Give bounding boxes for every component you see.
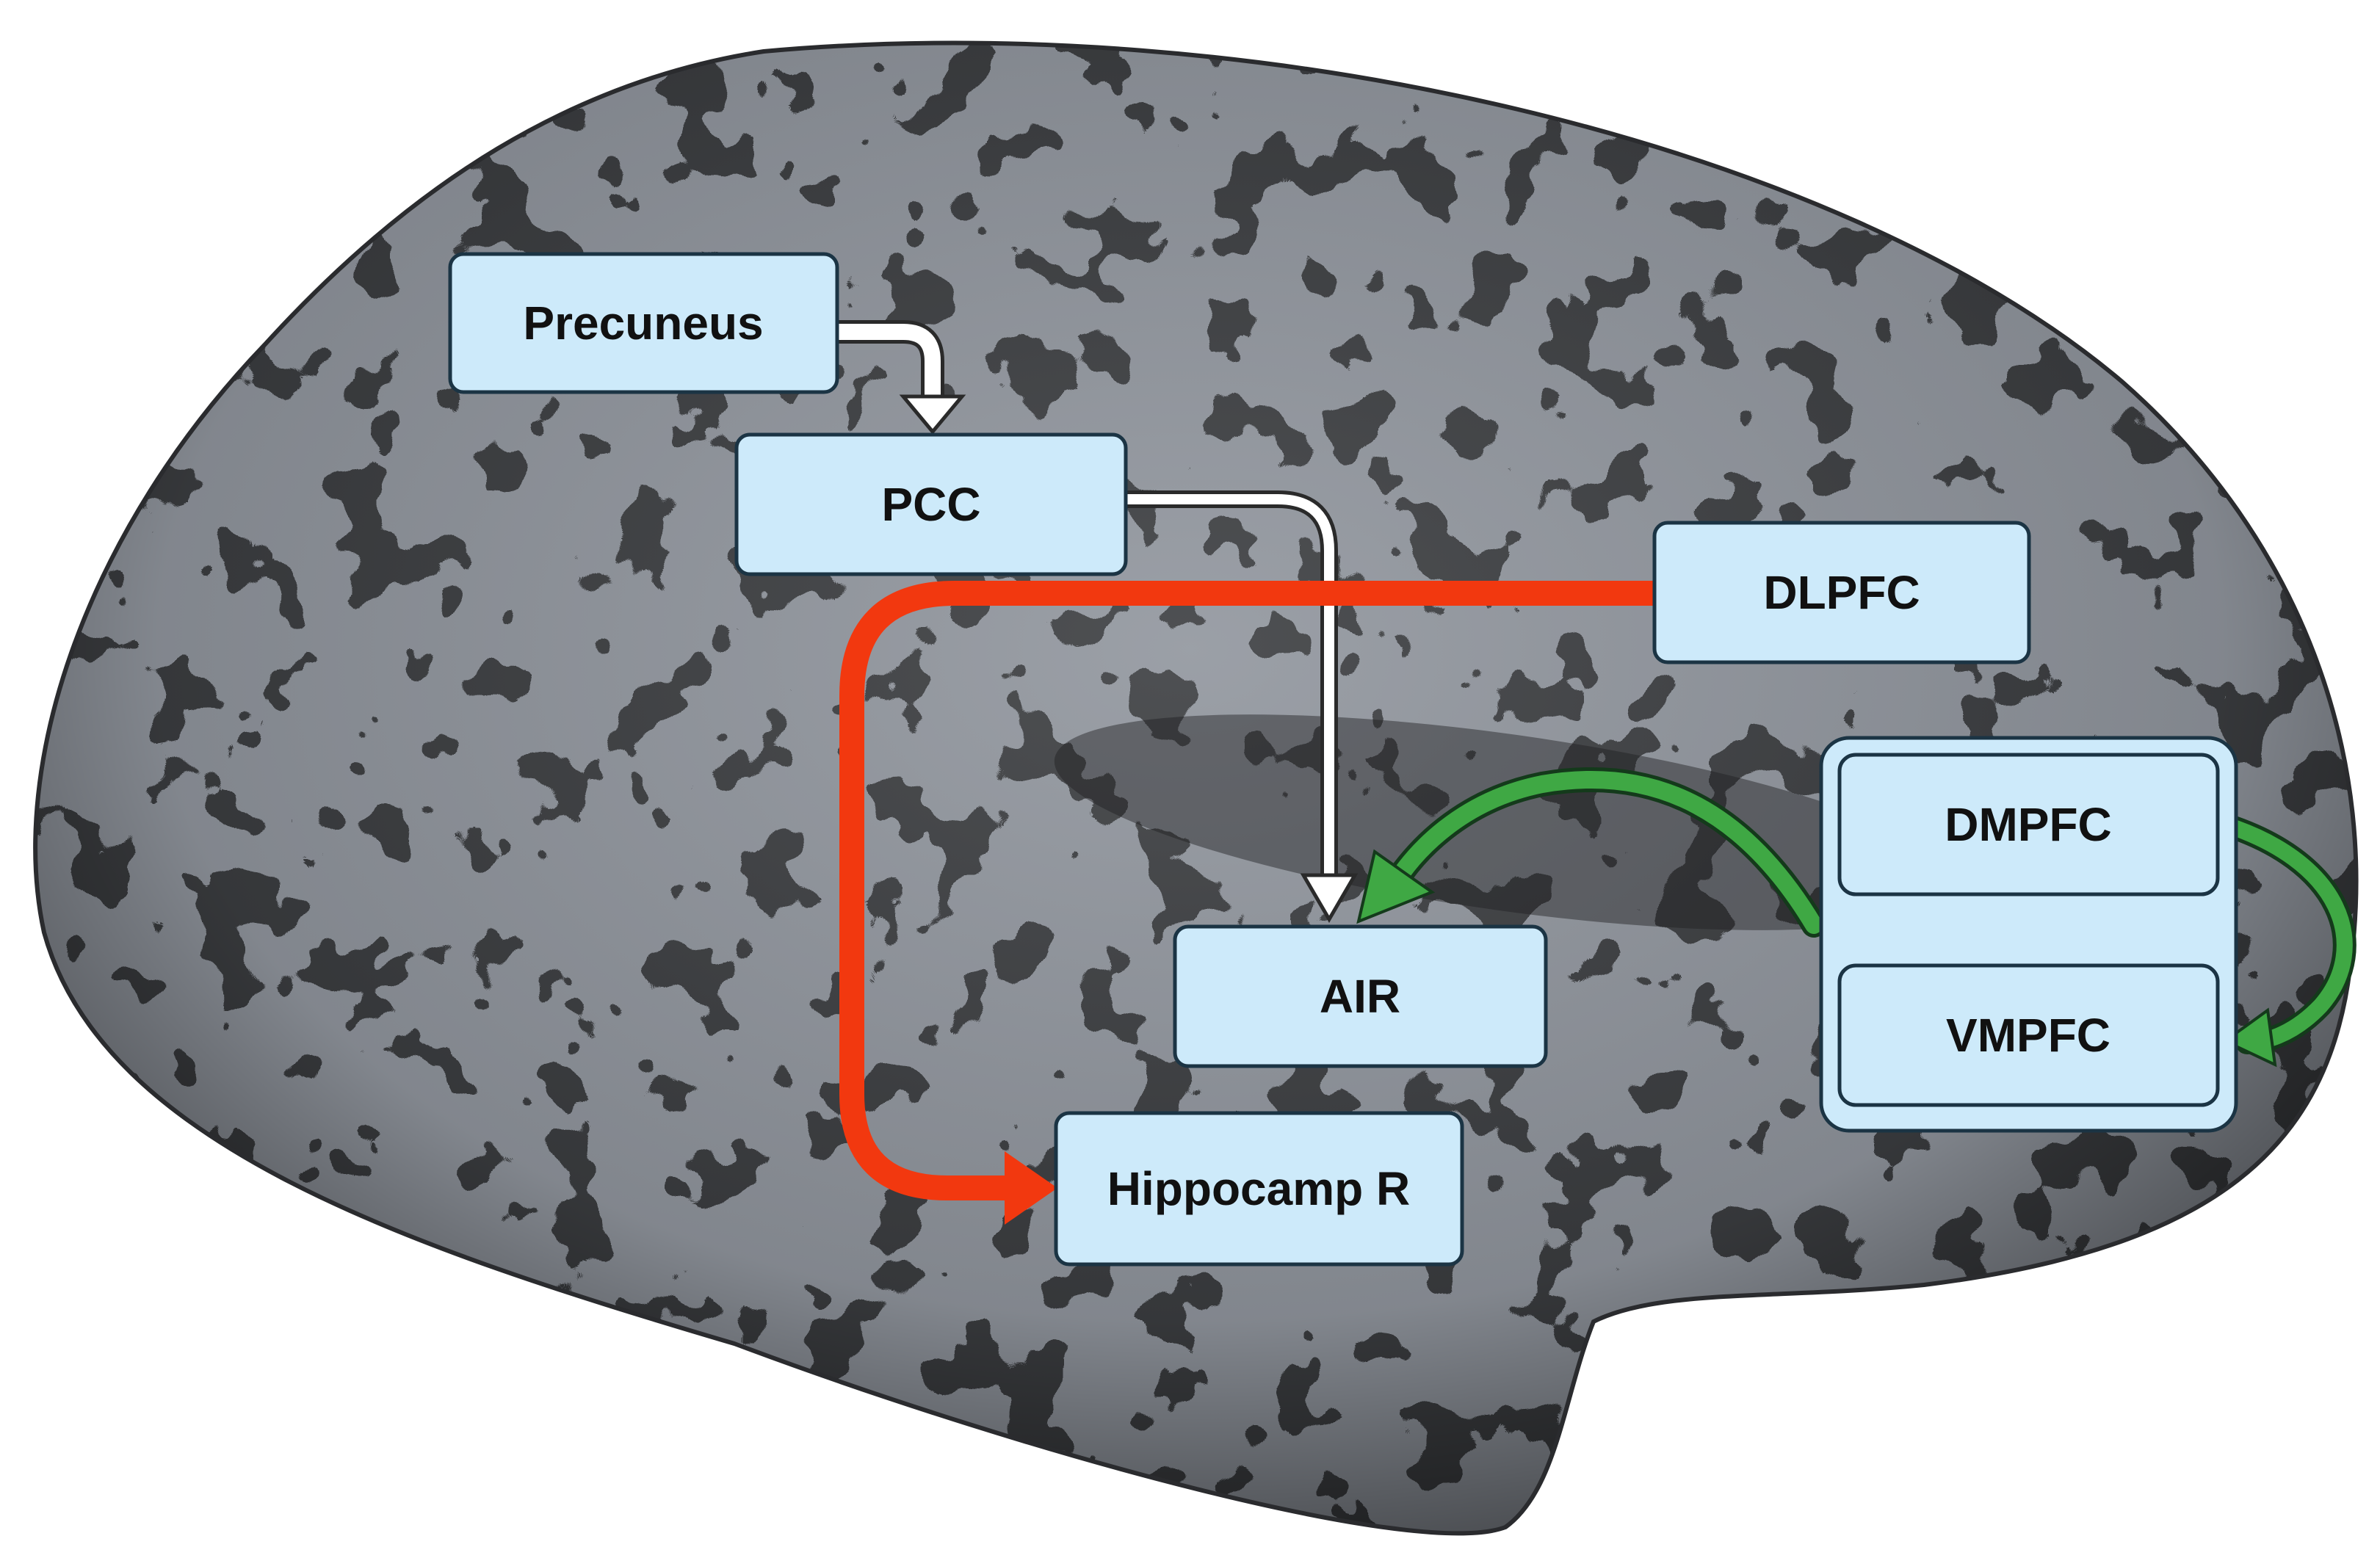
node-pcc-label: PCC bbox=[881, 478, 980, 531]
node-pcc: PCC bbox=[734, 432, 1128, 576]
arrow-dlpfc-to-hippocamp bbox=[839, 581, 1660, 1225]
node-precuneus: Precuneus bbox=[448, 252, 839, 394]
node-hippocamp-r-label: Hippocamp R bbox=[1107, 1162, 1410, 1215]
node-dmpfc-label: DMPFC bbox=[1945, 798, 2112, 851]
node-vmpfc-label: VMPFC bbox=[1946, 1009, 2110, 1062]
arrow-dmpfc-to-air bbox=[1356, 767, 1826, 938]
node-dlpfc-label: DLPFC bbox=[1763, 566, 1920, 619]
node-air: AIR bbox=[1173, 924, 1548, 1068]
node-dmpfc: DMPFC bbox=[1837, 753, 2220, 896]
arrow-pcc-to-air bbox=[1124, 490, 1359, 923]
node-hippocamp-r: Hippocamp R bbox=[1054, 1111, 1464, 1267]
node-air-label: AIR bbox=[1320, 970, 1400, 1023]
arrow-precuneus-to-pcc bbox=[837, 320, 966, 435]
node-group-medial-pfc: DMPFC VMPFC bbox=[1819, 736, 2238, 1133]
connection-arrows bbox=[837, 320, 2357, 1225]
arrow-dmpfc-to-vmpfc bbox=[2206, 811, 2357, 1068]
node-vmpfc: VMPFC bbox=[1837, 963, 2220, 1107]
node-dlpfc: DLPFC bbox=[1652, 521, 2031, 664]
node-precuneus-label: Precuneus bbox=[523, 297, 763, 349]
